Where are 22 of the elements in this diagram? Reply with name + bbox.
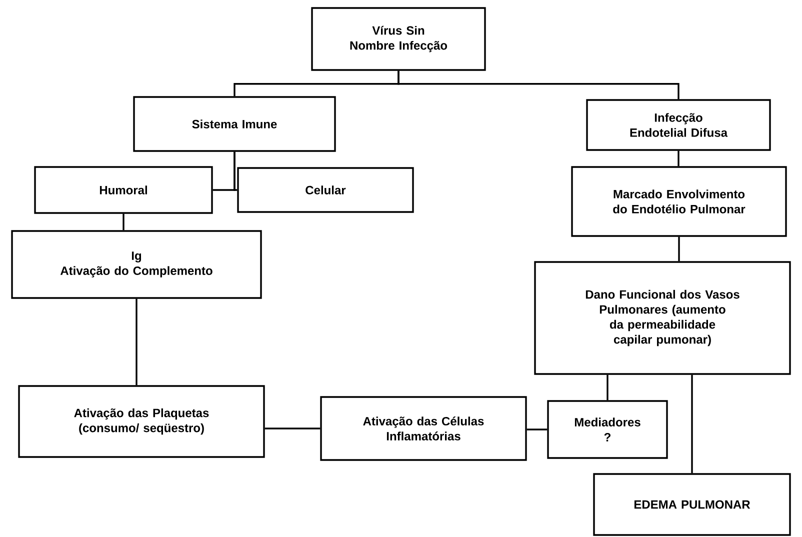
process-box: Vírus Sin Nombre Infecção <box>311 7 486 71</box>
process-box: Marcado Envolvimento do Endotélio Pulmonar <box>571 166 787 237</box>
connector-line <box>234 152 238 191</box>
connector-line <box>678 236 680 262</box>
connector-line <box>398 70 680 100</box>
process-box: EDEMA PULMONAR <box>593 473 791 536</box>
process-box: Sistema Imune <box>133 96 336 152</box>
process-box: Infecção Endotelial Difusa <box>586 99 771 151</box>
connector-line <box>526 428 548 430</box>
connector-line <box>264 428 320 430</box>
process-box: Ativação das Plaquetas (consumo/ seqüestro) <box>18 385 265 458</box>
connector-line <box>136 298 138 386</box>
process-box: Celular <box>237 167 414 213</box>
connector-line <box>691 374 693 474</box>
process-box: Mediadores ? <box>547 400 668 459</box>
process-box: Ativação das Células Inflamatórias <box>320 396 527 461</box>
process-box: Dano Funcional dos Vasos Pulmonares (aumento da permeabilidade capilar pumonar) <box>534 261 791 375</box>
connector-line <box>606 374 608 400</box>
process-box: Humoral <box>34 166 213 214</box>
process-box: Ig Ativação do Complemento <box>11 230 262 299</box>
connector-line <box>122 214 124 230</box>
connector-line <box>678 150 680 166</box>
